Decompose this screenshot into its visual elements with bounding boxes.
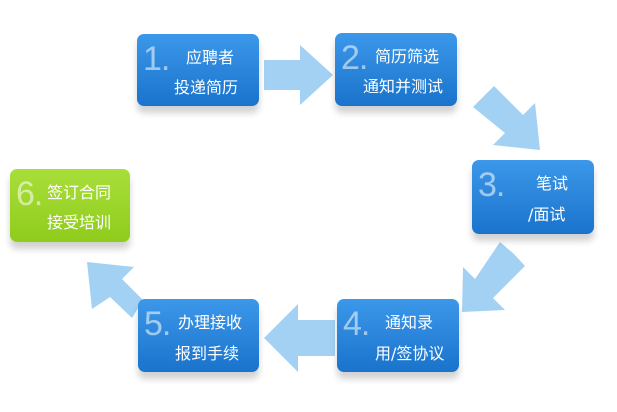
step-5-line-1: 办理接收: [178, 313, 243, 332]
step-3-number: 3.: [478, 166, 505, 204]
step-3-box: 3. 笔试 /面试: [472, 160, 594, 234]
arrow-step2-to-step3: [473, 86, 540, 150]
step-5-box: 5. 办理接收 报到手续: [138, 299, 259, 372]
step-3-line-2: /面试: [528, 205, 566, 224]
step-4-line-2: 用/签协议: [375, 344, 445, 363]
arrow-step3-to-step4: [462, 242, 525, 312]
arrow-step1-to-step2: [264, 45, 333, 105]
step-4-number: 4.: [343, 305, 370, 343]
step-6-line-2: 接受培训: [47, 213, 112, 232]
step-5-line-2: 报到手续: [175, 344, 240, 363]
step-4-box: 4. 通知录 用/签协议: [337, 299, 459, 372]
step-6-box: 6. 签订合同 接受培训: [10, 169, 130, 242]
step-4-line-1: 通知录: [385, 313, 434, 332]
step-2-line-2: 通知并测试: [363, 77, 444, 96]
step-6-line-1: 签订合同: [47, 183, 112, 202]
step-3-line-1: 笔试: [536, 174, 569, 193]
step-2-line-1: 简历筛选: [375, 47, 440, 66]
step-1-box: 1. 应聘者 投递简历: [137, 34, 259, 106]
step-1-line-1: 应聘者: [186, 48, 235, 67]
step-2-number: 2.: [341, 39, 368, 77]
arrow-step4-to-step5: [264, 304, 335, 372]
step-6-number: 6.: [16, 175, 43, 213]
step-1-line-2: 投递简历: [174, 78, 239, 97]
step-5-number: 5.: [144, 305, 171, 343]
arrow-step5-to-step6: [87, 262, 143, 318]
step-2-box: 2. 简历筛选 通知并测试: [335, 33, 457, 106]
step-1-number: 1.: [143, 40, 170, 78]
